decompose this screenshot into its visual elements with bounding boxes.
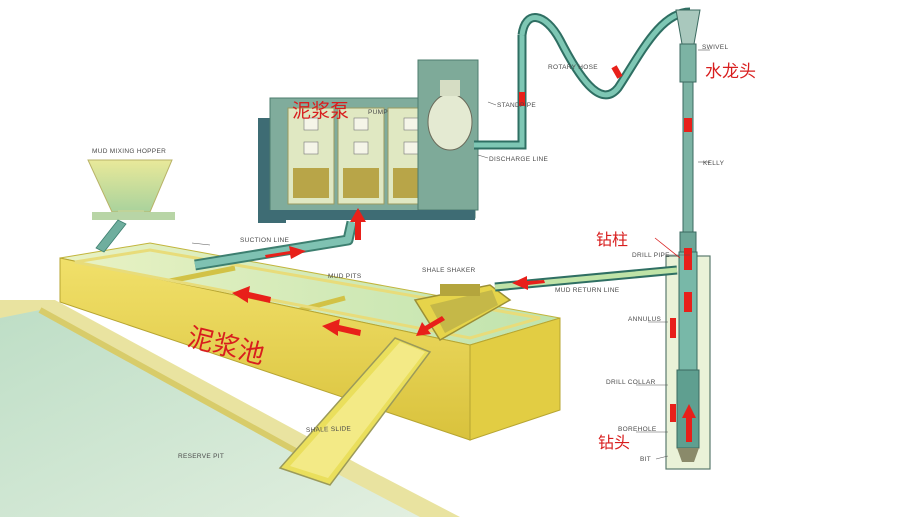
flow-dash-annulus-1: [670, 318, 676, 338]
shale-shaker: [413, 284, 512, 342]
leader-lines: [191, 49, 710, 460]
shale-slide: [278, 337, 432, 486]
label-pump: PUMP: [368, 109, 388, 116]
label-borehole: BOREHOLE: [618, 426, 657, 433]
flow-dash-pipe-2: [684, 292, 692, 312]
label-drill-pipe: DRILL PIPE: [632, 252, 670, 259]
flow-arrow-return: [512, 276, 545, 290]
cn-label-bit: 钻头: [598, 433, 630, 452]
flow-dash-pipe-1: [684, 248, 692, 270]
flow-arrow-suction: [265, 246, 306, 259]
label-rotary-hose: ROTARY HOSE: [548, 64, 598, 71]
label-shale-slide: SHALE SLIDE: [306, 425, 352, 434]
mud-mixing-hopper: [87, 159, 175, 253]
flow-arrow-pit-1: [232, 286, 271, 303]
discharge-standpipe-hose: [474, 7, 691, 150]
label-shale-shaker: SHALE SHAKER: [422, 267, 475, 274]
flow-dash-hose: [611, 65, 623, 79]
label-mud-return-line: MUD RETURN LINE: [555, 287, 620, 294]
label-mud-pits: MUD PITS: [328, 273, 362, 280]
label-suction-line: SUCTION LINE: [240, 237, 289, 244]
flow-arrow-pump-up: [350, 208, 366, 240]
label-standpipe: STANDPIPE: [497, 102, 536, 109]
label-bit: BIT: [640, 456, 651, 463]
cn-label-drill-string: 钻柱: [596, 230, 628, 249]
label-mud-mixing-hopper: MUD MIXING HOPPER: [92, 148, 166, 155]
label-swivel: SWIVEL: [702, 44, 728, 51]
label-kelly: KELLY: [703, 160, 725, 167]
label-discharge-line: DISCHARGE LINE: [489, 156, 548, 163]
label-drill-collar: DRILL COLLAR: [606, 379, 656, 386]
mud-pump: [258, 59, 479, 223]
suction-line: [194, 220, 358, 271]
label-reserve-pit: RESERVE PIT: [178, 453, 224, 460]
flow-arrow-pit-2: [322, 319, 361, 336]
flow-dash-standpipe: [519, 92, 525, 106]
flow-dash-annulus-2: [670, 404, 676, 422]
cn-label-mud-pump: 泥浆泵: [292, 100, 349, 122]
cn-label-swivel: 水龙头: [705, 62, 756, 82]
label-annulus: ANNULUS: [628, 316, 662, 323]
drill-string: [665, 9, 711, 470]
flow-arrow-bit-up: [682, 404, 696, 442]
flow-arrows: [232, 65, 696, 442]
flow-arrow-shaker: [416, 316, 445, 336]
flow-dash-kelly: [684, 118, 692, 132]
